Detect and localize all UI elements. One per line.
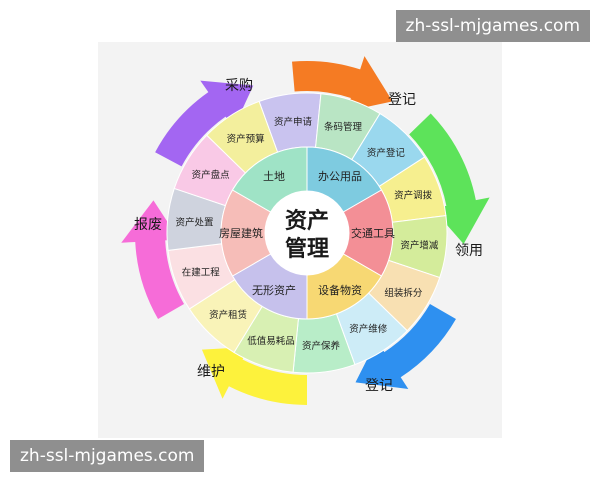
- outer-ring-label: 资产预算: [227, 133, 265, 145]
- center-title-line2: 管理: [285, 236, 329, 262]
- outer-ring-label: 资产申请: [274, 116, 313, 128]
- inner-ring-label: 交通工具: [351, 226, 395, 240]
- outer-ring-label: 资产登记: [367, 147, 406, 159]
- center-hub: 资产 管理: [265, 191, 349, 275]
- outer-ring-label: 资产租赁: [209, 309, 247, 321]
- inner-ring-label: 无形资产: [252, 283, 296, 297]
- inner-ring-label: 房屋建筑: [219, 226, 263, 240]
- cycle-stage-label: 维护: [197, 364, 225, 380]
- inner-ring-label: 办公用品: [318, 170, 362, 183]
- outer-ring: 资产申请条码管理资产登记资产调拨资产增减组装拆分资产维修资产保养低值易耗品资产租…: [166, 92, 448, 374]
- cycle-arrows: [121, 56, 490, 405]
- outer-ring-label: 在建工程: [182, 267, 221, 279]
- inner-ring-label: 土地: [263, 170, 285, 183]
- outer-ring-label: 条码管理: [324, 121, 363, 133]
- center-circle: [265, 191, 349, 275]
- cycle-stage-label: 报废: [134, 217, 162, 233]
- outer-ring-label: 资产保养: [302, 340, 341, 352]
- cycle-arrow: [292, 56, 393, 112]
- outer-ring-label: 资产维修: [349, 323, 388, 335]
- cycle-arrow: [355, 304, 456, 389]
- outer-ring-label: 资产处置: [176, 217, 214, 229]
- outer-ring-label: 低值易耗品: [247, 335, 295, 347]
- outer-ring-label: 资产调拨: [394, 189, 433, 201]
- outer-ring-label: 资产盘点: [192, 169, 231, 181]
- center-title-line1: 资产: [285, 209, 329, 234]
- outer-ring-label: 资产增减: [400, 239, 439, 251]
- cycle-stage-label: 领用: [455, 243, 483, 259]
- watermark-bottom: zh-ssl-mjgames.com: [10, 440, 205, 472]
- inner-ring-label: 设备物资: [318, 283, 362, 297]
- cycle-arrow: [155, 80, 254, 167]
- outer-ring-label: 组装拆分: [384, 287, 423, 299]
- cycle-stage-label: 采购: [225, 78, 253, 94]
- watermark-top: zh-ssl-mjgames.com: [395, 10, 590, 42]
- cycle-arrow: [409, 113, 490, 244]
- cycle-arrow: [201, 347, 307, 405]
- cycle-stage-label: 登记: [365, 378, 393, 394]
- cycle-stage-label: 登记: [388, 92, 416, 108]
